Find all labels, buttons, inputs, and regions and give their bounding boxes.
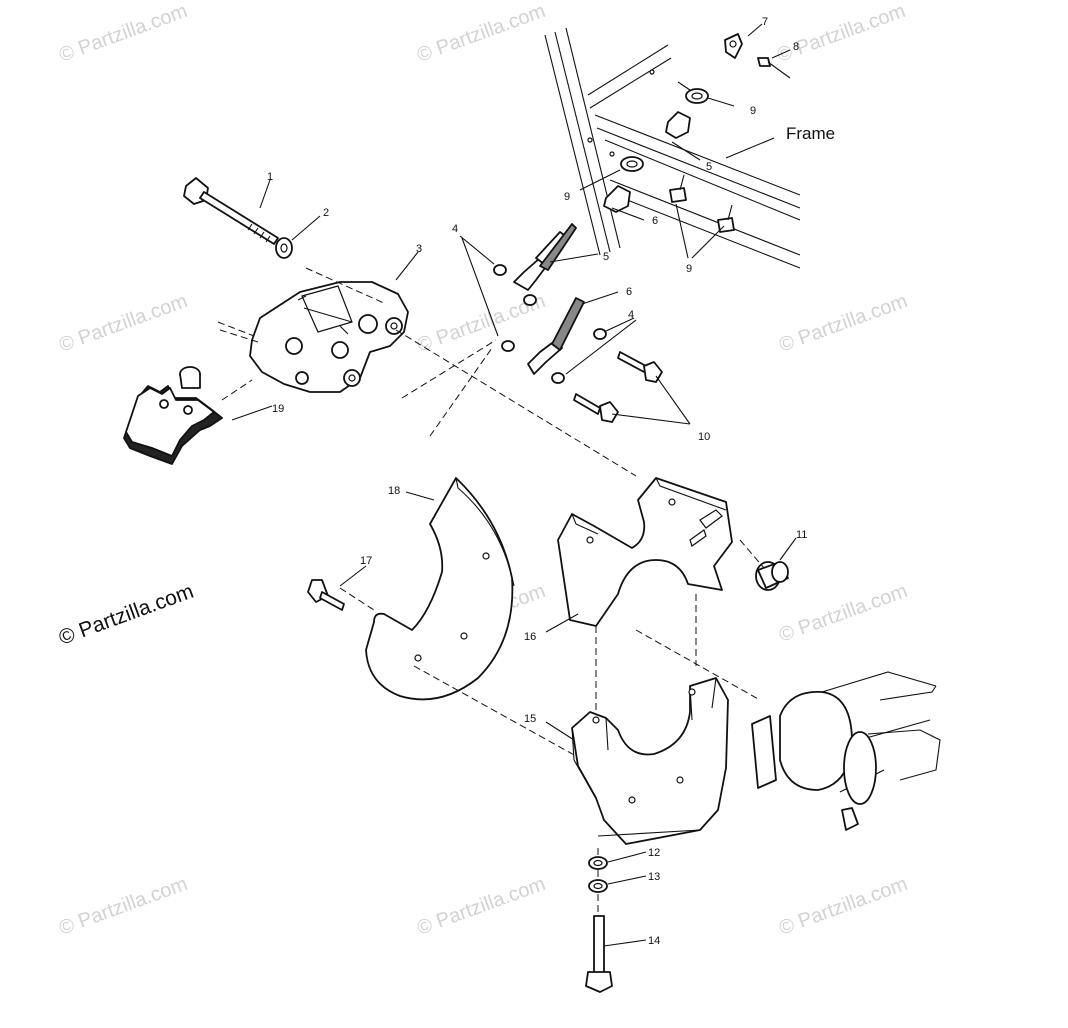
callout-12: 12 [648, 847, 660, 859]
watermark: © Partzilla.com [414, 0, 548, 67]
frame-label: Frame [786, 124, 835, 143]
callout-9: 9 [750, 105, 756, 117]
callout-13: 13 [648, 871, 660, 883]
callout-6: 6 [626, 286, 632, 298]
bolt-1 [183, 177, 293, 259]
leader-lines [217, 23, 797, 947]
callout-8: 8 [793, 41, 799, 53]
watermark: © Partzilla.com [414, 873, 548, 940]
callout-5: 5 [706, 161, 712, 173]
bracket-15 [571, 677, 729, 845]
watermark-main: © Partzilla.com [56, 580, 197, 650]
callout-1: 1 [267, 171, 273, 183]
watermarks: © Partzilla.com © Partzilla.com © Partzi… [56, 0, 911, 940]
callout-7: 7 [762, 16, 768, 28]
watermark: © Partzilla.com [776, 580, 910, 647]
brake-pad-19 [123, 385, 223, 465]
watermark: © Partzilla.com [56, 873, 190, 940]
callout-15: 15 [524, 713, 536, 725]
axle-housing [751, 671, 941, 831]
bolt-17 [307, 579, 345, 611]
callout-14: 14 [648, 935, 660, 947]
watermark: © Partzilla.com [776, 873, 910, 940]
callout-9: 9 [686, 263, 692, 275]
callout-6: 6 [652, 215, 658, 227]
callout-9: 9 [564, 191, 570, 203]
callout-5: 5 [603, 251, 609, 263]
callout-17: 17 [360, 555, 372, 567]
callout-2: 2 [323, 207, 329, 219]
caliper-3 [179, 281, 409, 393]
watermark: © Partzilla.com [774, 0, 908, 67]
watermark: © Partzilla.com [776, 290, 910, 357]
callout-3: 3 [416, 243, 422, 255]
frame [544, 27, 801, 269]
callout-10: 10 [698, 431, 710, 443]
callout-18: 18 [388, 485, 400, 497]
callout-11: 11 [796, 529, 807, 541]
callout-16: 16 [524, 631, 536, 643]
watermark: © Partzilla.com [56, 0, 190, 67]
watermark: © Partzilla.com [56, 290, 190, 357]
bushing-11 [755, 561, 789, 591]
link-parts [493, 223, 607, 384]
callouts: 1 2 3 4 4 5 5 6 6 7 8 9 9 9 10 11 12 13 … [267, 16, 835, 947]
bolts-10 [573, 351, 663, 423]
callout-4: 4 [452, 223, 458, 235]
bracket-16 [557, 477, 733, 627]
brake-disc-18 [365, 477, 515, 701]
hardware-12-14 [585, 856, 613, 993]
callout-19: 19 [272, 403, 284, 415]
callout-4: 4 [628, 309, 634, 321]
